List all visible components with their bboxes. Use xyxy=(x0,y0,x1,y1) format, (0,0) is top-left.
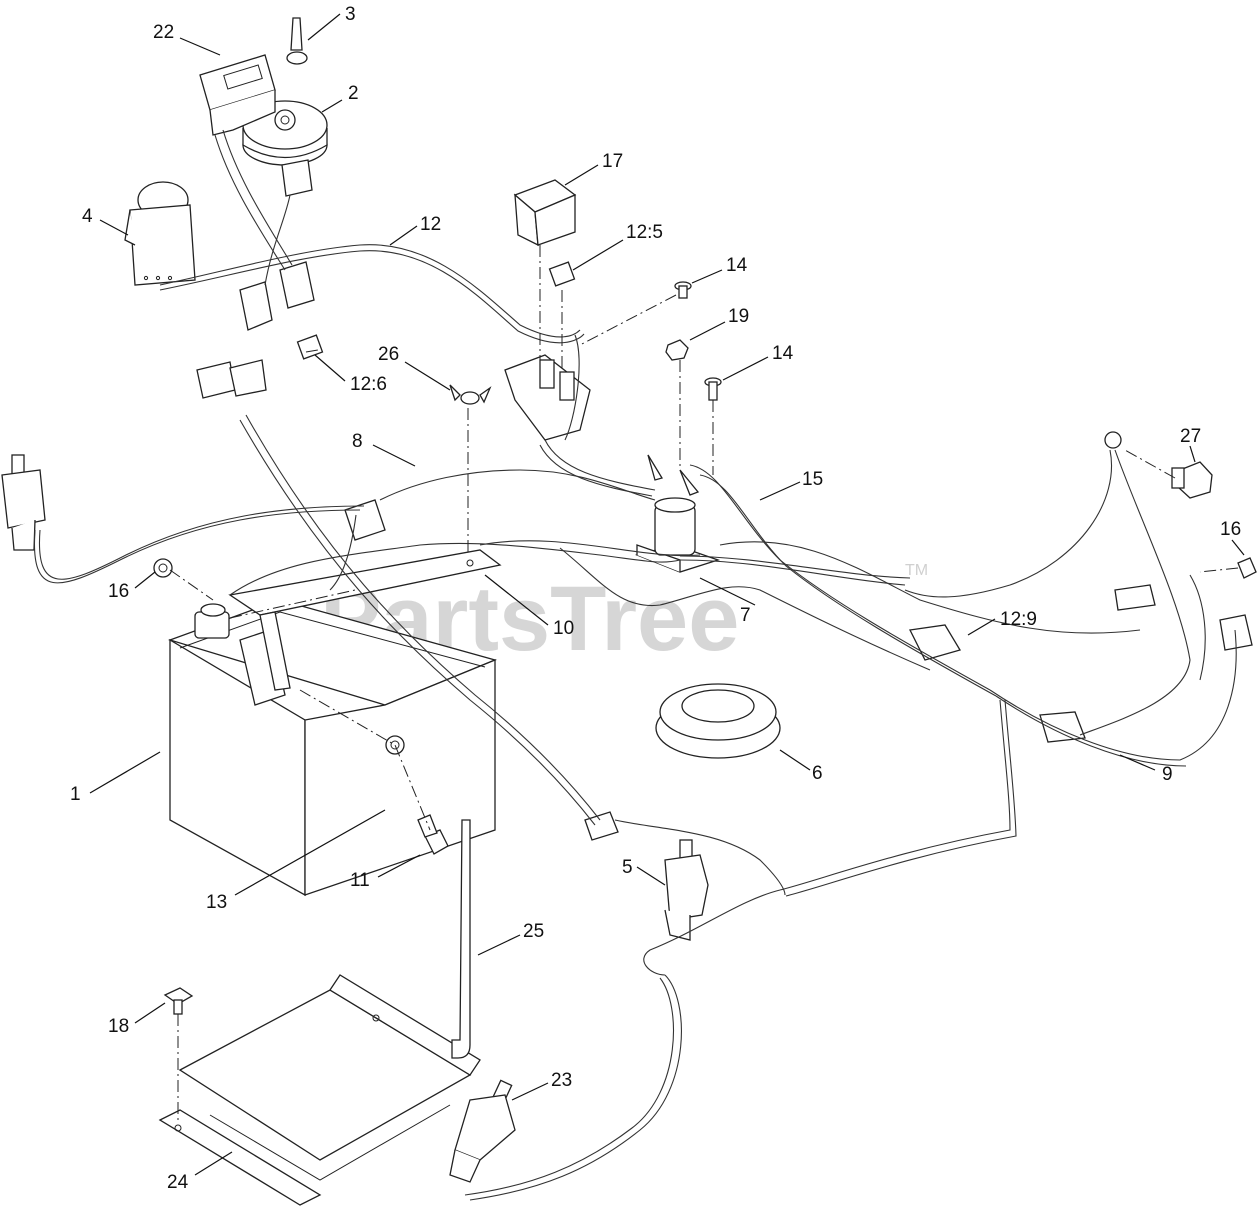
callout-25: 25 xyxy=(523,921,544,942)
callout-8: 8 xyxy=(352,431,363,452)
callout-13: 13 xyxy=(206,892,227,913)
callout-5: 5 xyxy=(622,857,633,878)
callout-4: 4 xyxy=(82,206,93,227)
bolt-11-part[interactable] xyxy=(417,814,449,855)
callout-26: 26 xyxy=(378,344,399,365)
screw-14-upper-part[interactable] xyxy=(674,281,692,299)
callout-12-9: 12:9 xyxy=(1000,609,1037,630)
nut-16-right-part[interactable] xyxy=(1237,557,1257,579)
callout-10: 10 xyxy=(553,618,574,639)
watermark-trademark: TM xyxy=(905,562,928,579)
callout-6: 6 xyxy=(812,763,823,784)
callout-24: 24 xyxy=(167,1172,189,1193)
switch-5-part[interactable] xyxy=(664,839,709,941)
key-part[interactable] xyxy=(286,17,308,65)
hold-down-bracket-part[interactable] xyxy=(228,549,502,691)
callout-18: 18 xyxy=(108,1016,129,1037)
nut-16-left-part[interactable] xyxy=(153,558,173,578)
washer-13-part[interactable] xyxy=(385,735,405,755)
harness-connectors xyxy=(196,159,1253,841)
callout-17: 17 xyxy=(602,151,623,172)
callout-16-left: 16 xyxy=(108,581,129,602)
battery-rod-part[interactable] xyxy=(451,819,471,1059)
battery-part[interactable] xyxy=(167,599,498,897)
left-switch-part[interactable] xyxy=(1,454,46,551)
callout-12: 12 xyxy=(420,214,441,235)
callout-14-upper: 14 xyxy=(726,255,748,276)
callout-12-5: 12:5 xyxy=(626,222,663,243)
nut-19-part[interactable] xyxy=(665,339,689,361)
callout-7: 7 xyxy=(740,605,751,626)
callout-3: 3 xyxy=(345,4,356,25)
relay-part[interactable] xyxy=(513,179,577,247)
grommet-part[interactable] xyxy=(655,683,781,759)
alignment-lines xyxy=(169,245,1239,1120)
fuse-holder-part[interactable] xyxy=(504,354,591,441)
wing-nut-part[interactable] xyxy=(449,384,492,405)
battery-tray-part[interactable] xyxy=(158,974,481,1206)
callout-2: 2 xyxy=(348,83,359,104)
callout-22: 22 xyxy=(153,22,174,43)
callout-1: 1 xyxy=(70,784,81,805)
callout-14-lower: 14 xyxy=(772,343,794,364)
hour-meter-part[interactable] xyxy=(199,54,276,136)
pto-switch-part[interactable] xyxy=(124,181,196,286)
callout-19: 19 xyxy=(728,306,749,327)
callout-15: 15 xyxy=(802,469,823,490)
callout-16-right: 16 xyxy=(1220,519,1241,540)
callout-11: 11 xyxy=(350,870,370,891)
switch-23-part[interactable] xyxy=(449,1079,516,1183)
bolt-27-part[interactable] xyxy=(1171,461,1213,499)
bolt-18-part[interactable] xyxy=(163,987,194,1015)
callout-labels: 1 2 3 4 5 6 7 8 9 10 11 12 12:5 12:6 12:… xyxy=(70,4,1241,1193)
callout-12-6: 12:6 xyxy=(350,374,387,395)
wiring-harness-9-12[interactable] xyxy=(33,129,1237,1201)
callout-23: 23 xyxy=(551,1070,572,1091)
callout-9: 9 xyxy=(1162,764,1173,785)
callout-27: 27 xyxy=(1180,426,1201,447)
screw-14-lower-part[interactable] xyxy=(704,377,722,401)
starter-solenoid-part[interactable] xyxy=(634,454,721,573)
fuse-12-5-part[interactable] xyxy=(548,261,576,287)
callout-leaders xyxy=(89,13,1245,1176)
fuse-12-6-part[interactable] xyxy=(296,334,324,360)
